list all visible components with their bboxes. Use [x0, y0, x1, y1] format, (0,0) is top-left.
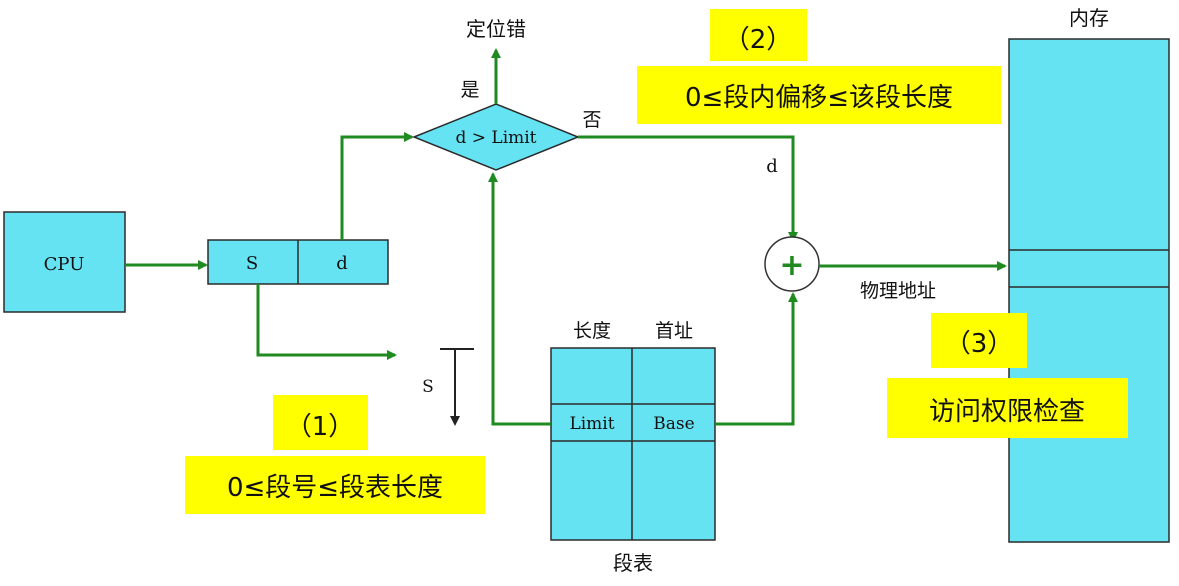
yes-label: 是	[460, 79, 479, 101]
limit-check-diamond: d > Limit	[411, 103, 581, 171]
segment-table: Limit Base	[550, 347, 716, 541]
note-3-text-box	[887, 378, 1128, 438]
note-2-text: 0≤段内偏移≤该段长度	[685, 83, 953, 113]
segment-table-title: 段表	[613, 551, 653, 575]
no-label: 否	[582, 109, 601, 131]
cpu-label: CPU	[44, 254, 85, 275]
logical-address-register: S d	[207, 239, 389, 285]
note-1-number: （1）	[286, 412, 355, 442]
table-col-length: 长度	[573, 320, 611, 342]
note-1-number-box	[273, 395, 368, 450]
address-error-label: 定位错	[466, 17, 526, 41]
table-col-base: 首址	[655, 320, 693, 342]
adder-symbol: +	[779, 248, 804, 283]
limit-to-decision-arrow	[488, 172, 551, 426]
note-2-number: （2）	[724, 25, 793, 55]
offset-field: d	[336, 253, 348, 274]
offset-arrow-label: d	[766, 156, 778, 177]
table-entry-base: Base	[653, 414, 694, 434]
memory-block	[1008, 38, 1170, 543]
cpu-box: CPU	[3, 211, 126, 313]
note-2-text-box	[637, 66, 1001, 124]
decision-text: d > Limit	[455, 128, 536, 148]
note-3-number-box	[931, 313, 1027, 368]
segment-arrow-label: S	[422, 377, 434, 397]
no-arrow	[578, 135, 798, 242]
memory-label: 内存	[1069, 6, 1109, 30]
offset-to-decision-arrow	[340, 132, 414, 240]
physical-address-label: 物理地址	[860, 280, 936, 302]
segment-field: S	[246, 253, 258, 274]
note-1-text: 0≤段号≤段表长度	[227, 473, 443, 503]
note-1-text-box	[185, 456, 485, 514]
note-3-text: 访问权限检查	[929, 397, 1085, 427]
adder-circle: +	[764, 236, 820, 292]
note-3-number: （3）	[945, 329, 1014, 359]
segment-to-table-arrow	[256, 284, 397, 360]
base-to-adder-arrow	[715, 292, 798, 426]
table-entry-limit: Limit	[569, 414, 614, 434]
note-2-number-box	[710, 9, 807, 61]
